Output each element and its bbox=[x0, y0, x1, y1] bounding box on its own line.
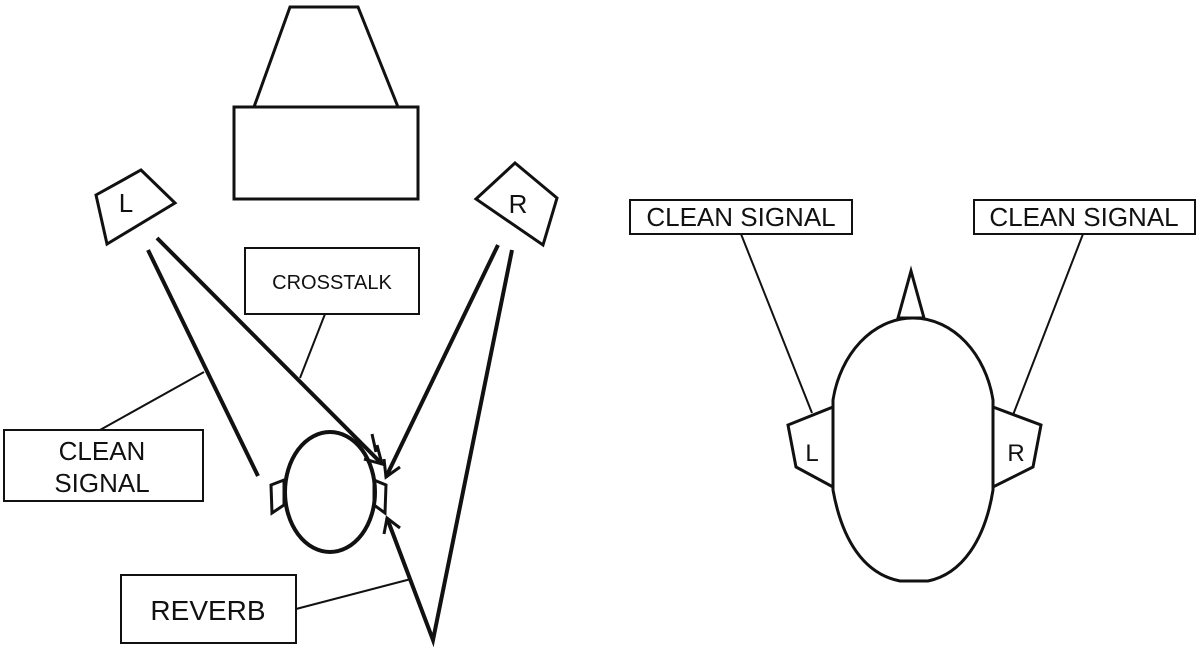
left-earcup-label: L bbox=[805, 440, 818, 467]
right-clean-signal-label: CLEAN SIGNAL bbox=[989, 202, 1178, 232]
right-clean-signal-connector bbox=[1012, 233, 1084, 416]
left-earcup-icon: L bbox=[786, 404, 835, 490]
head-top-view-icon bbox=[831, 265, 995, 583]
nose-icon bbox=[896, 265, 926, 320]
crosstalk-tick bbox=[370, 433, 378, 453]
reverb-callout: REVERB bbox=[120, 574, 412, 644]
left-speaker-icon: L bbox=[94, 168, 178, 247]
right-speaker-icon: R bbox=[473, 161, 559, 248]
monitor-icon bbox=[232, 5, 420, 201]
clean-signal-path bbox=[146, 249, 260, 477]
right-speaker-label: R bbox=[509, 189, 528, 219]
listener-right-ear-icon bbox=[372, 477, 388, 516]
clean-signal-label-line1: CLEAN bbox=[59, 436, 146, 466]
right-earcup-label: R bbox=[1007, 440, 1024, 467]
clean-signal-label-line2: SIGNAL bbox=[54, 468, 149, 498]
crosstalk-callout: CROSSTALK bbox=[244, 247, 420, 379]
left-listening-room: L R bbox=[3, 5, 559, 648]
reverb-arrowhead bbox=[382, 515, 401, 535]
right-direct-path bbox=[384, 244, 500, 478]
reverb-path bbox=[385, 249, 514, 648]
left-clean-signal-callout: CLEAN SIGNAL bbox=[629, 199, 853, 235]
listener-head-icon bbox=[269, 430, 388, 554]
right-direct-arrowhead bbox=[382, 458, 401, 480]
crosstalk-label: CROSSTALK bbox=[272, 272, 392, 294]
right-earcup-icon: R bbox=[991, 404, 1043, 490]
right-clean-signal-callout: CLEAN SIGNAL bbox=[973, 199, 1196, 235]
sound-paths bbox=[146, 236, 514, 648]
crosstalk-path bbox=[155, 236, 384, 466]
clean-signal-callout: CLEAN SIGNAL bbox=[3, 371, 205, 502]
left-speaker-label: L bbox=[119, 188, 133, 218]
left-clean-signal-label: CLEAN SIGNAL bbox=[646, 202, 835, 232]
reverb-label: REVERB bbox=[150, 595, 265, 626]
right-headphones-view: L R CLEAN SIGNAL CLEAN SIGNAL bbox=[629, 199, 1196, 583]
left-clean-signal-connector bbox=[740, 233, 813, 414]
listener-left-ear-icon bbox=[269, 477, 286, 516]
crosstalk-arrowhead bbox=[363, 444, 385, 467]
